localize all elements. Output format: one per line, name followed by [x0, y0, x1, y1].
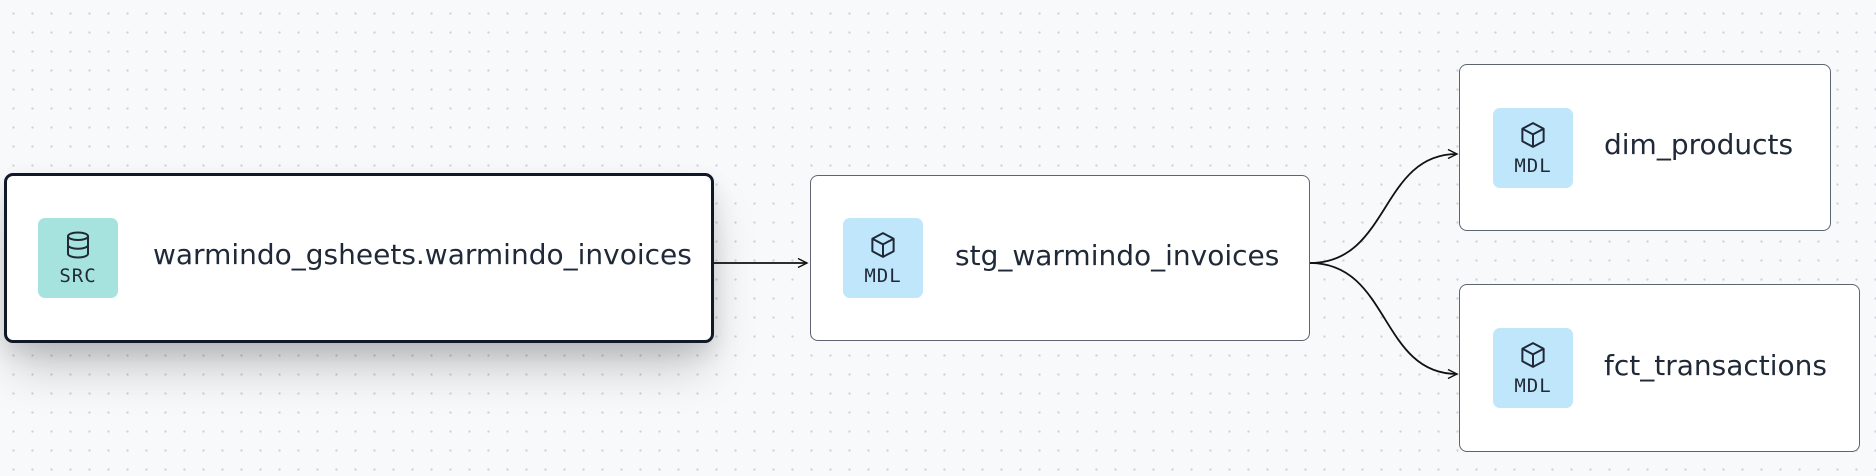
edge-stg-to-dim-products: [1309, 148, 1459, 264]
database-icon: [67, 231, 89, 258]
node-dim-products[interactable]: MDL dim_products: [1459, 64, 1831, 231]
source-badge: SRC: [38, 218, 118, 298]
node-title: stg_warmindo_invoices: [955, 239, 1280, 272]
badge-label: MDL: [864, 264, 902, 287]
model-badge: MDL: [843, 218, 923, 298]
edge-stg-to-fct-transactions: [1309, 262, 1459, 380]
model-badge: MDL: [1493, 328, 1573, 408]
node-stg-warmindo-invoices[interactable]: MDL stg_warmindo_invoices: [810, 175, 1310, 341]
badge-label: SRC: [59, 264, 97, 287]
node-title: warmindo_gsheets.warmindo_invoices: [153, 238, 692, 271]
cube-icon: [1521, 121, 1545, 148]
node-title: dim_products: [1604, 128, 1794, 161]
badge-label: MDL: [1514, 154, 1552, 177]
node-title: fct_transactions: [1604, 349, 1827, 382]
node-fct-transactions[interactable]: MDL fct_transactions: [1459, 284, 1860, 452]
badge-label: MDL: [1514, 374, 1552, 397]
node-warmindo-invoices-source[interactable]: SRC warmindo_gsheets.warmindo_invoices: [4, 173, 714, 343]
cube-icon: [1521, 341, 1545, 368]
cube-icon: [871, 231, 895, 258]
model-badge: MDL: [1493, 108, 1573, 188]
